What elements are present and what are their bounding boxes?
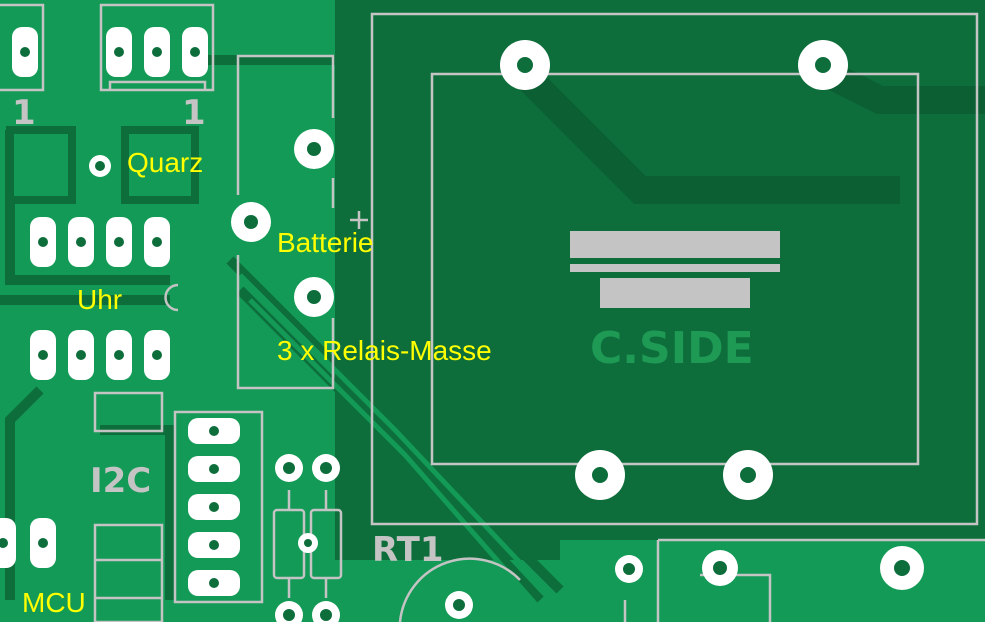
i2c-silkscreen-label: I2C	[90, 461, 152, 501]
label-uhr: Uhr	[77, 284, 123, 315]
rt1-silkscreen-label: RT1	[372, 530, 444, 570]
pin1-marker-left: 1	[12, 93, 36, 133]
label-mcu: MCU	[22, 587, 86, 618]
pin1-marker-right: 1	[182, 93, 206, 133]
label-batterie: Batterie	[277, 227, 374, 258]
component-side-marker: C.SIDE	[590, 323, 754, 374]
label-quarz: Quarz	[127, 147, 204, 178]
label-relais-masse: 3 x Relais-Masse	[277, 335, 492, 366]
copper-pour-right	[560, 540, 985, 622]
